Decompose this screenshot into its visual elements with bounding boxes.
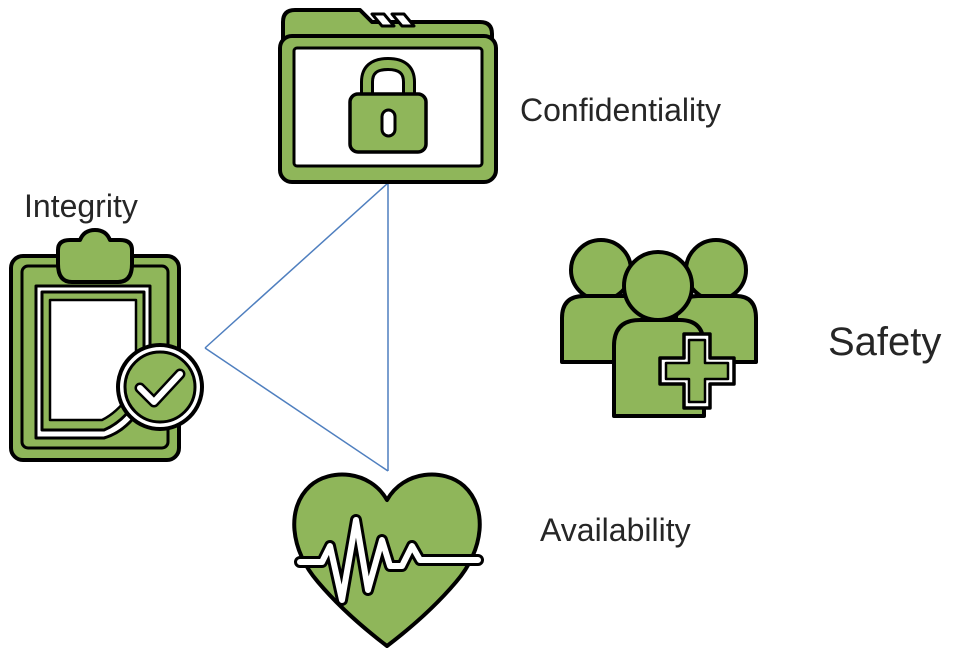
connector-lines (204, 182, 389, 472)
integrity-label: Integrity (24, 188, 138, 224)
confidentiality-label: Confidentiality (520, 92, 721, 128)
folder-lock-icon (278, 8, 498, 184)
connector-confidentiality-integrity (204, 182, 389, 349)
availability-label: Availability (540, 512, 691, 548)
heart-pulse-icon (292, 472, 484, 648)
people-medical-cross-icon (560, 238, 758, 418)
connector-integrity-availability (204, 347, 389, 472)
clipboard-check-icon (9, 228, 204, 462)
safety-label: Safety (828, 320, 942, 364)
